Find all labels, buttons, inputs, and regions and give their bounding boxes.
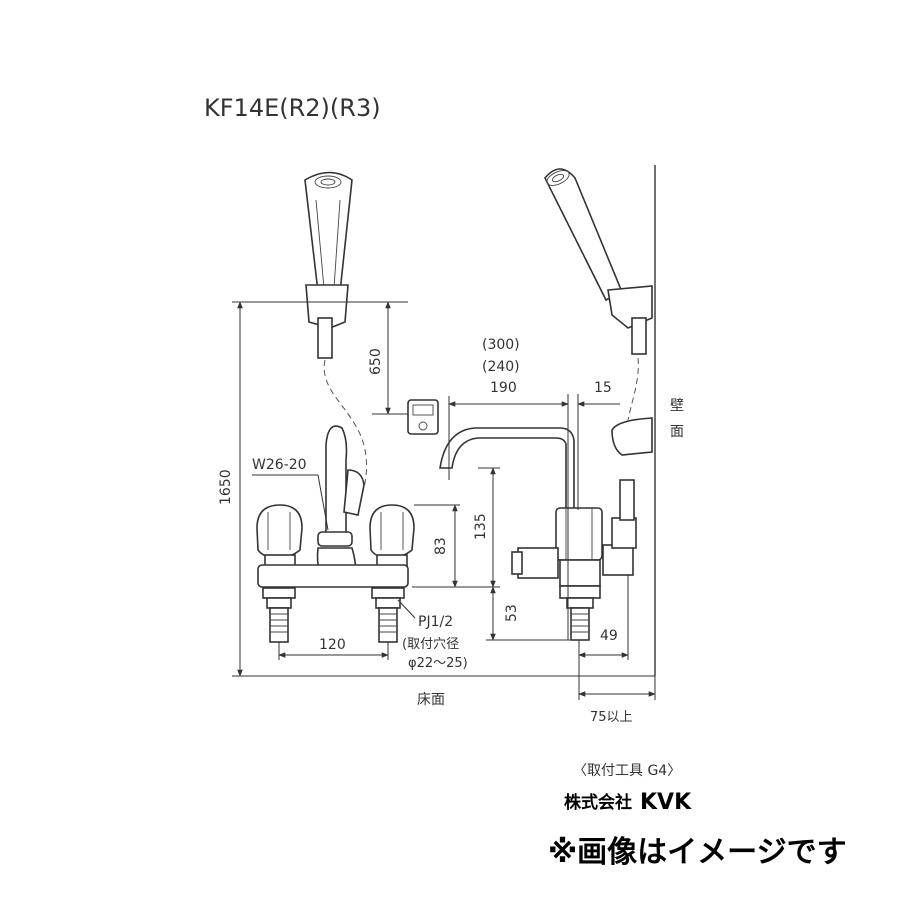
dim-spout-190: 190 [490, 380, 517, 396]
hanger-bracket-icon [407, 399, 439, 435]
side-view: 壁 面 (300) (240) 190 15 135 [439, 165, 684, 725]
company-logo-text: KVK [640, 790, 692, 815]
front-view: 1650 650 W26-20 83 120 PJ1/2 (取付穴径 φ22～2… [218, 171, 655, 708]
right-handle [369, 504, 415, 568]
left-handle [256, 504, 303, 568]
dim-spout-height: 135 [473, 513, 489, 540]
label-hole: (取付穴径 [402, 637, 459, 652]
label-hose-fitting: W26-20 [252, 457, 307, 473]
shower-head-icon [304, 171, 353, 359]
spout [439, 427, 575, 511]
dim-spout-240: (240) [482, 359, 520, 375]
label-wall-2: 面 [670, 424, 684, 440]
label-hole-size: φ22～25) [408, 656, 468, 671]
dim-wall-49: 49 [600, 628, 618, 644]
dim-handle-height: 83 [433, 537, 449, 555]
hose-path [323, 359, 367, 501]
company-prefix: 株式会社 [564, 792, 632, 813]
dim-holder-offset: 650 [368, 348, 384, 375]
model-title: KF14E(R2)(R3) [204, 94, 381, 122]
dim-wall-15: 15 [594, 380, 612, 396]
label-wall-1: 壁 [670, 398, 684, 414]
dim-inlet-height: 53 [504, 604, 520, 622]
wall-shower-head-icon [544, 168, 653, 355]
label-tool: 〈取付工具 G4〉 [573, 763, 681, 779]
inlet-pipes [262, 587, 405, 643]
dim-total-height: 1650 [218, 469, 234, 505]
dim-spout-300: (300) [482, 337, 520, 353]
label-pipe-thread: PJ1/2 [418, 614, 453, 630]
dim-pitch: 120 [319, 637, 346, 653]
disclaimer-text: ※画像はイメージです [548, 835, 847, 870]
dim-wall-min: 75以上 [590, 710, 633, 725]
side-hose-path [627, 357, 639, 421]
label-floor: 床面 [417, 692, 445, 708]
